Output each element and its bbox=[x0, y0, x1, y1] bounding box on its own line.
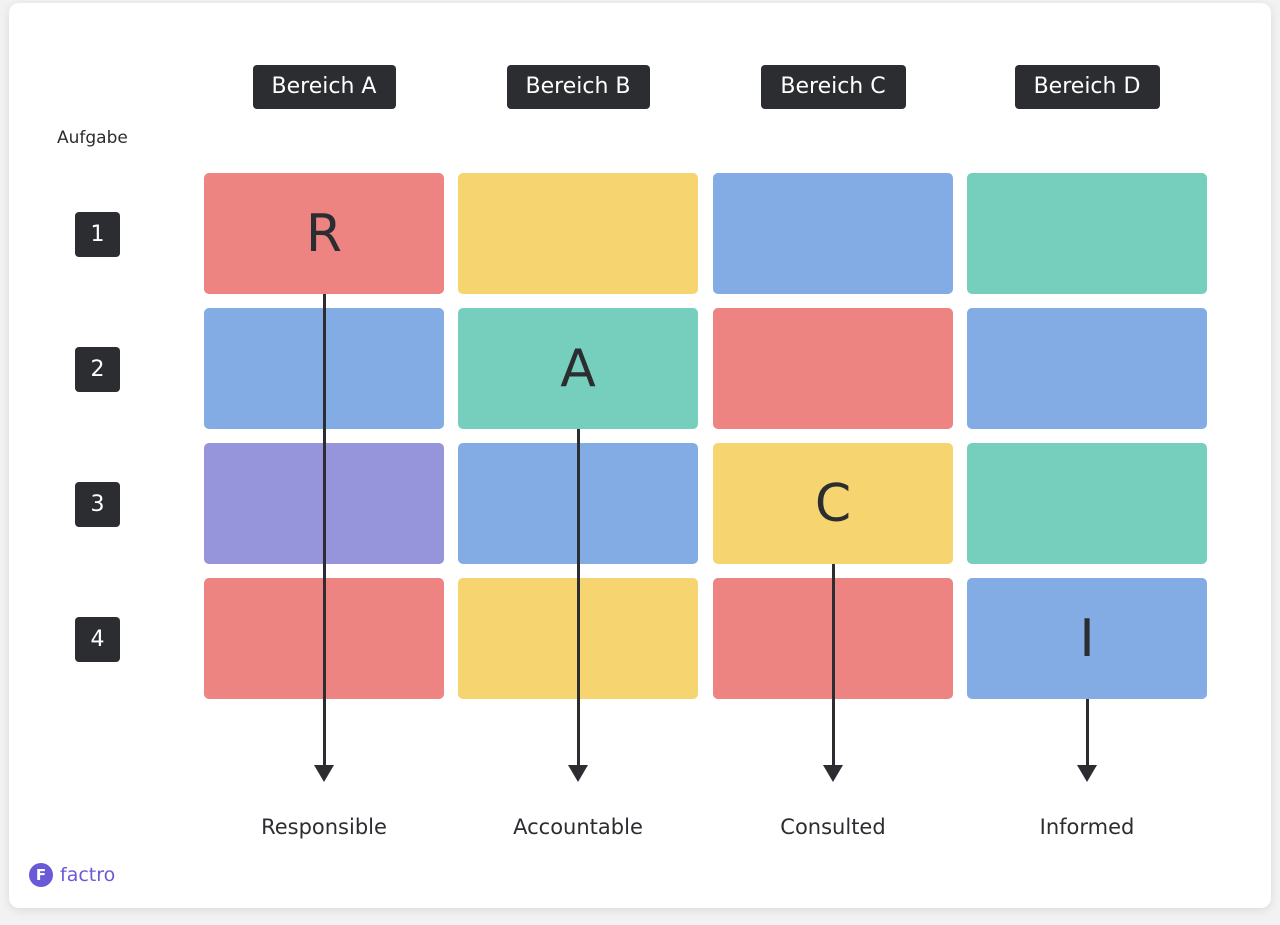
role-label-responsible: Responsible bbox=[261, 815, 387, 839]
arrow-line-2 bbox=[576, 429, 580, 765]
cell-r4-c4: I bbox=[967, 578, 1207, 699]
role-label-accountable: Accountable bbox=[513, 815, 643, 839]
cell-r2-c3 bbox=[713, 308, 953, 429]
arrow-head-icon bbox=[1077, 765, 1097, 782]
arrow-head-icon bbox=[314, 765, 334, 782]
column-header-3: Bereich C bbox=[760, 65, 906, 109]
row-number-1: 1 bbox=[75, 211, 120, 257]
cell-r1-c2 bbox=[458, 173, 698, 294]
row-header-label: Aufgabe bbox=[57, 128, 128, 148]
arrow-line-3 bbox=[831, 564, 835, 765]
cell-r2-c4 bbox=[967, 308, 1207, 429]
cell-r2-c2: A bbox=[458, 308, 698, 429]
raci-letter: A bbox=[560, 338, 596, 399]
arrow-line-4 bbox=[1085, 699, 1089, 765]
factro-logo: F factro bbox=[29, 863, 115, 887]
arrow-head-icon bbox=[823, 765, 843, 782]
cell-r1-c3 bbox=[713, 173, 953, 294]
cell-r1-c1: R bbox=[204, 173, 444, 294]
factro-logo-text: factro bbox=[60, 864, 116, 886]
raci-letter: I bbox=[1079, 608, 1095, 669]
cell-r3-c3: C bbox=[713, 443, 953, 564]
column-header-1: Bereich A bbox=[252, 65, 396, 109]
cell-r3-c4 bbox=[967, 443, 1207, 564]
arrow-head-icon bbox=[568, 765, 588, 782]
factro-logo-icon: F bbox=[29, 863, 53, 887]
row-number-3: 3 bbox=[75, 481, 120, 527]
cell-r1-c4 bbox=[967, 173, 1207, 294]
row-number-2: 2 bbox=[75, 346, 120, 392]
arrow-line-1 bbox=[322, 294, 326, 765]
column-header-4: Bereich D bbox=[1014, 65, 1160, 109]
role-label-informed: Informed bbox=[1039, 815, 1135, 839]
raci-letter: R bbox=[305, 203, 343, 264]
role-label-consulted: Consulted bbox=[780, 815, 886, 839]
raci-letter: C bbox=[814, 473, 852, 534]
column-header-2: Bereich B bbox=[506, 65, 650, 109]
row-number-4: 4 bbox=[75, 616, 120, 662]
